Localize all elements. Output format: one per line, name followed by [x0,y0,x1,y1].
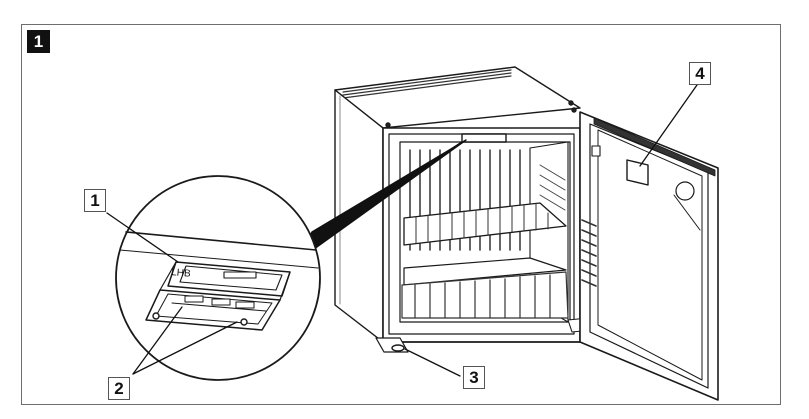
fridge-cabinet [334,66,593,353]
callout-2: 2 [108,377,130,400]
floor-grid [401,271,569,319]
figure-number-badge: 1 [27,30,50,53]
callout-4: 4 [689,62,711,85]
fridge-door [579,111,719,401]
callout-1: 1 [84,189,106,212]
leader-lines [106,84,698,377]
callout-3: 3 [463,366,485,389]
figure-frame [21,24,781,405]
door-component-4 [626,159,649,186]
detail-imprint-text: LHB [171,267,192,280]
wire-shelf [403,202,567,246]
detail-magnifier [115,175,321,381]
control-plate [461,133,507,143]
